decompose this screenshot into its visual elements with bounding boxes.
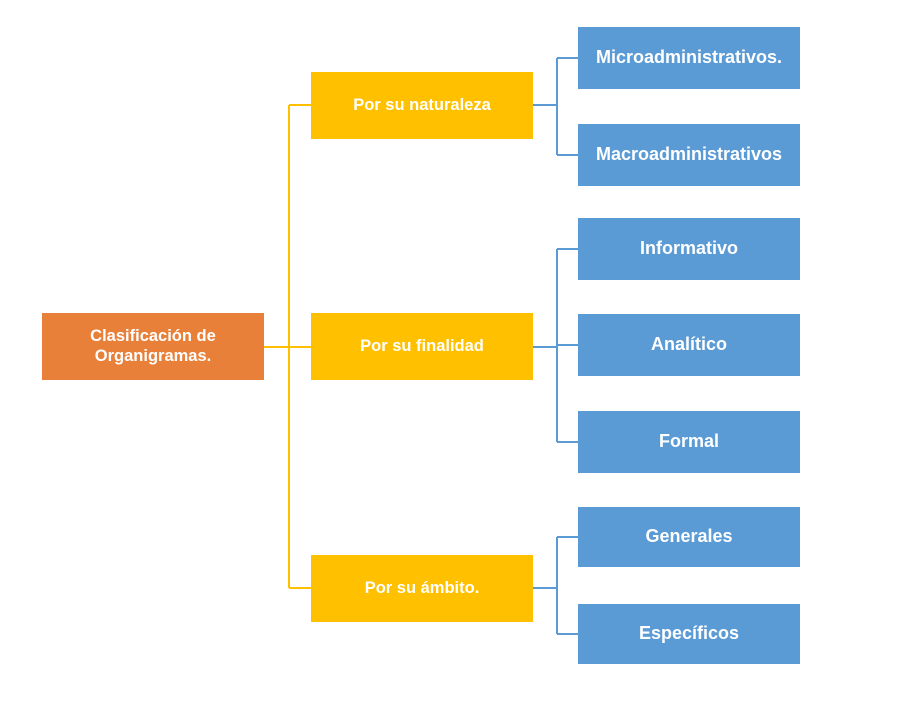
leaf-node-especificos[interactable]: Específicos — [578, 604, 800, 664]
root-node-clasificacion-de-organigramas[interactable]: Clasificación de Organigramas. — [42, 313, 264, 380]
leaf-node-generales[interactable]: Generales — [578, 507, 800, 567]
root-connector-group — [264, 103, 311, 590]
leaf-node-formal[interactable]: Formal — [578, 411, 800, 473]
branch-node-por-su-ambito[interactable]: Por su ámbito. — [311, 555, 533, 622]
leaf-node-macroadministrativos[interactable]: Macroadministrativos — [578, 124, 800, 186]
leaf-node-analitico[interactable]: Analítico — [578, 314, 800, 376]
leaf-node-microadministrativos[interactable]: Microadministrativos. — [578, 27, 800, 89]
leaf-connector-group-naturaleza — [533, 56, 578, 157]
leaf-connector-group-finalidad — [533, 247, 578, 444]
branch-node-por-su-naturaleza[interactable]: Por su naturaleza — [311, 72, 533, 139]
leaf-connector-group-ambito — [533, 535, 578, 636]
leaf-node-informativo[interactable]: Informativo — [578, 218, 800, 280]
branch-node-por-su-finalidad[interactable]: Por su finalidad — [311, 313, 533, 380]
